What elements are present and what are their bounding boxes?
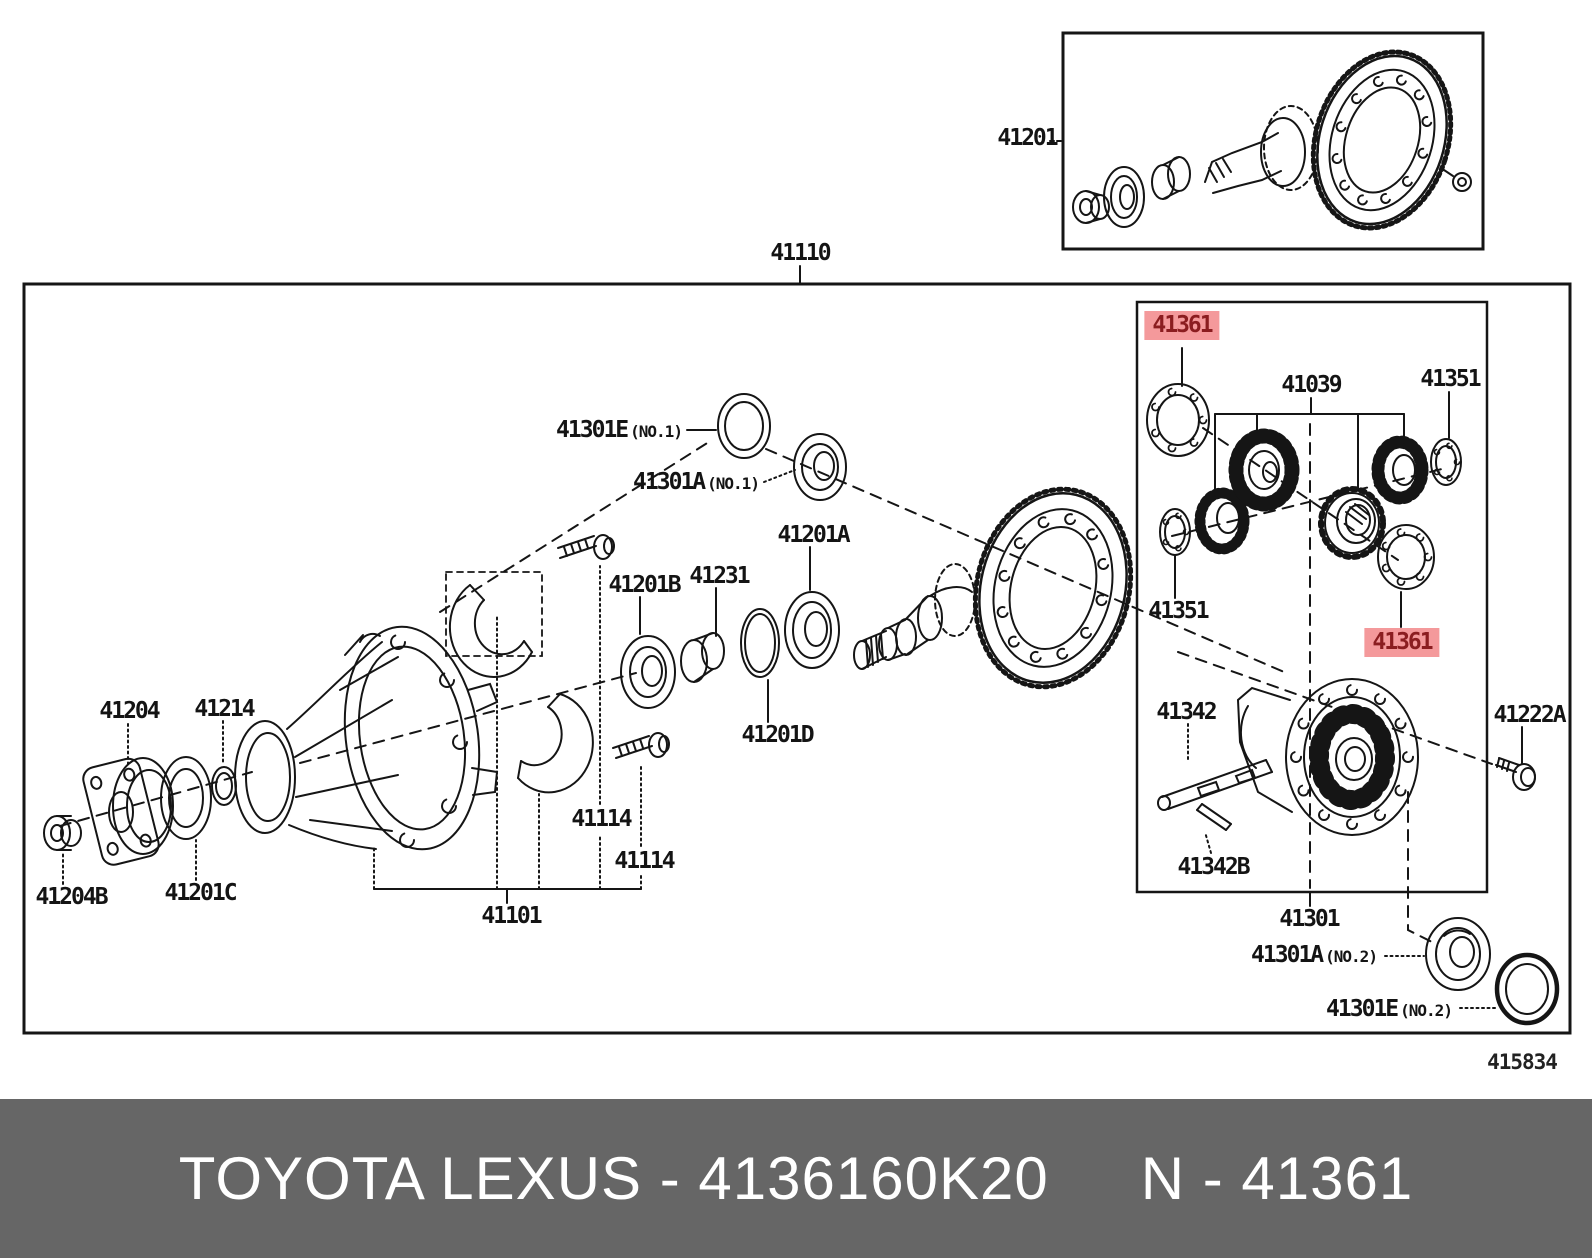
pinion-front-bearing-drawing [620, 635, 676, 709]
side-oil-seal-no2-drawing [1494, 952, 1560, 1026]
part-number-qualifier: (NO.1) [630, 422, 683, 441]
pinion-rear-bearing-drawing [784, 591, 840, 669]
cap-bolt-lower-drawing [612, 732, 670, 759]
part-label-41204B[interactable]: 41204B [35, 884, 108, 910]
part-label-41361-highlighted-2[interactable]: 41361 [1364, 628, 1440, 658]
ring-gear-drawing [972, 486, 1134, 690]
part-label-41342[interactable]: 41342 [1156, 699, 1217, 725]
footer-banner: TOYOTA LEXUS - 4136160K20 N - 41361 [0, 1099, 1592, 1258]
part-label-41301E-no1[interactable]: 41301E(NO.1) [556, 417, 683, 443]
center-axis-lines [59, 423, 1493, 943]
straight-pin-drawing [1196, 803, 1232, 831]
companion-flange-drawing [43, 757, 174, 866]
pinion-shaft-drawing [1157, 759, 1273, 811]
side-bearing-no1-drawing [793, 433, 847, 501]
part-label-41201A[interactable]: 41201A [777, 522, 850, 548]
part-label-41201B[interactable]: 41201B [608, 572, 681, 598]
part-label-41204[interactable]: 41204 [99, 698, 160, 724]
bearing-cap-upper-drawing [445, 571, 543, 678]
side-oil-seal-no1-drawing [717, 393, 771, 459]
cap-bolt-upper-drawing [557, 534, 615, 560]
bearing-cap-lower-drawing [517, 693, 594, 794]
part-number-qualifier: (NO.1) [707, 474, 760, 493]
part-label-41231[interactable]: 41231 [689, 563, 750, 589]
pinion-gear-right-drawing [1371, 435, 1429, 505]
part-label-41301A-no1[interactable]: 41301A(NO.1) [633, 469, 760, 495]
differential-case-drawing [1236, 678, 1419, 836]
part-label-41114-a[interactable]: 41114 [571, 806, 632, 832]
o-ring-drawing [740, 608, 780, 678]
part-label-41301A-no2[interactable]: 41301A(NO.2) [1251, 942, 1378, 968]
part-label-41301E-no2[interactable]: 41301E(NO.2) [1326, 996, 1453, 1022]
part-label-41351-b[interactable]: 41351 [1148, 598, 1209, 624]
part-number-qualifier: (NO.2) [1325, 947, 1378, 966]
pinion-gear-left-drawing [1228, 428, 1300, 512]
pinion-washer-left-drawing [1159, 508, 1191, 556]
part-label-41351-a[interactable]: 41351 [1420, 366, 1481, 392]
part-label-41222A[interactable]: 41222A [1493, 702, 1566, 728]
pinion-kit-box [1061, 31, 1485, 251]
main-assembly-box [22, 282, 1572, 1035]
part-label-41342B[interactable]: 41342B [1177, 854, 1250, 880]
part-label-41114-b[interactable]: 41114 [614, 848, 675, 874]
part-label-41201C[interactable]: 41201C [164, 880, 237, 906]
part-number: 41301A [633, 469, 706, 495]
drive-pinion-drawing [853, 563, 976, 670]
part-label-41039[interactable]: 41039 [1281, 372, 1342, 398]
side-bearing-no2-drawing [1425, 917, 1491, 991]
part-label-41361-highlighted-1[interactable]: 41361 [1144, 311, 1220, 341]
part-number: 41301A [1251, 942, 1324, 968]
oil-slinger-drawing [211, 766, 237, 806]
part-number: 41301E [1326, 996, 1399, 1022]
differential-case-box [1135, 300, 1489, 894]
figure-code: 415834 [1487, 1050, 1558, 1074]
part-number: 41301E [556, 417, 629, 443]
bearing-spacer-drawing [680, 632, 725, 683]
carrier-housing-drawing [234, 625, 499, 851]
side-gear-washer-1-drawing [1146, 383, 1210, 457]
part-label-41301[interactable]: 41301 [1279, 906, 1340, 932]
leader-lines [62, 140, 1523, 1009]
pinion-washer-right-drawing [1430, 438, 1462, 486]
side-gear-washer-2-drawing [1377, 524, 1435, 590]
part-label-41201D[interactable]: 41201D [741, 722, 814, 748]
banner-brand-and-part-number: TOYOTA LEXUS - 4136160K20 [178, 1145, 1049, 1212]
front-oil-seal-drawing [160, 756, 212, 840]
part-label-41101[interactable]: 41101 [481, 903, 542, 929]
side-gear-right-drawing [1318, 486, 1386, 560]
side-gear-left-drawing [1194, 487, 1250, 555]
part-number-qualifier: (NO.2) [1400, 1001, 1453, 1020]
part-label-41201[interactable]: 41201 [997, 125, 1058, 151]
part-label-41110[interactable]: 41110 [770, 240, 831, 266]
pinion-kit-drawing [1072, 49, 1472, 231]
case-bolt-drawing [1495, 757, 1536, 791]
banner-reference-number: N - 41361 [1140, 1145, 1414, 1212]
part-label-41214[interactable]: 41214 [194, 696, 255, 722]
